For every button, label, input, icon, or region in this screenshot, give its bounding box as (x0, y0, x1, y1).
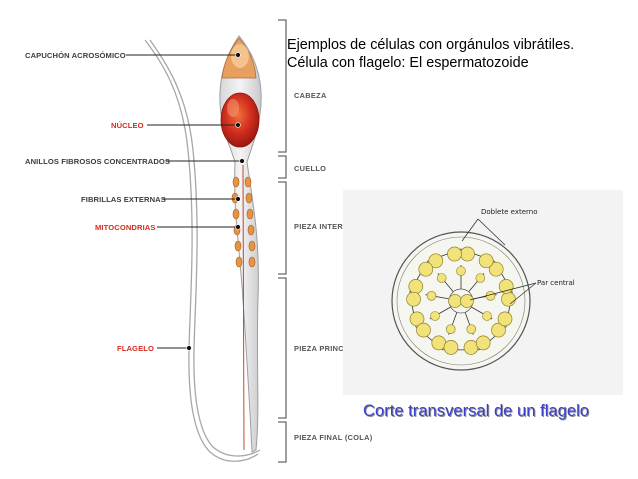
label-doblete-externo: Doblete externo (481, 208, 538, 216)
spoke-head (426, 290, 437, 301)
spoke-head (466, 324, 477, 335)
label-mitocondrias: MITOCONDRIAS (95, 223, 156, 232)
spoke-head (436, 273, 447, 283)
title-line-2: Célula con flagelo: El espermatozoide (287, 55, 529, 71)
doublet-tubule (498, 279, 514, 294)
segment-pieza-final: PIEZA FINAL (COLA) (294, 433, 373, 442)
doublet-tubule (475, 335, 491, 351)
segment-brackets (278, 19, 287, 463)
label-anillos-fibrosos: ANILLOS FIBROSOS CONCENTRADOS (25, 157, 170, 166)
segment-cabeza: CABEZA (294, 91, 327, 100)
doublet-tubule (443, 340, 459, 355)
title-line-1: Ejemplos de células con orgánulos vibrát… (287, 37, 575, 53)
segment-cuello: CUELLO (294, 164, 326, 173)
flagellum-outline (144, 39, 261, 462)
doublet-tubule (418, 261, 434, 277)
spoke-head (445, 324, 456, 335)
label-par-central: Par central (537, 279, 575, 287)
central-tubule-right (460, 294, 474, 308)
caption: Corte transversal de un flagelo (363, 401, 589, 420)
doublet-tubule (428, 253, 444, 269)
inner-membrane (396, 236, 526, 366)
segment-pieza-principal: PIEZA PRINC (294, 344, 344, 353)
spoke-head (456, 266, 466, 276)
doublet-tubule (491, 322, 506, 338)
doublet-tubule (460, 246, 475, 262)
doublet-tubule (478, 253, 494, 269)
central-tubule-left (448, 294, 462, 308)
spoke-head (482, 311, 492, 321)
doublet-tubule (409, 311, 425, 327)
leader-dots (186, 52, 245, 351)
sperm-body (219, 35, 262, 453)
leader-lines (126, 54, 242, 349)
doublet-tubule (447, 246, 462, 262)
mitochondria (231, 176, 256, 268)
spoke-head (475, 273, 486, 283)
doublet-tubule (408, 279, 424, 294)
label-nucleo: NÚCLEO (111, 121, 144, 130)
spoke-head (430, 311, 440, 321)
flagellum-cross-section (391, 231, 531, 371)
doublet-tubule (406, 291, 421, 307)
label-fibrillas-externas: FIBRILLAS EXTERNAS (81, 195, 166, 204)
nucleus-shape (220, 92, 260, 148)
doublet-tubule (488, 261, 504, 277)
outer-doublets (406, 246, 516, 355)
doublet-tubule (501, 291, 516, 307)
label-flagelo: FLAGELO (117, 344, 154, 353)
segment-pieza-intermedia: PIEZA INTER (294, 222, 343, 231)
doublet-tubule (497, 311, 513, 327)
cross-section-pointers (461, 218, 537, 305)
doublet-tubule (416, 322, 431, 338)
title-block: Ejemplos de células con orgánulos vibrát… (287, 36, 627, 72)
label-capuchon-acrosomico: CAPUCHÓN ACROSÓMICO (25, 51, 126, 60)
